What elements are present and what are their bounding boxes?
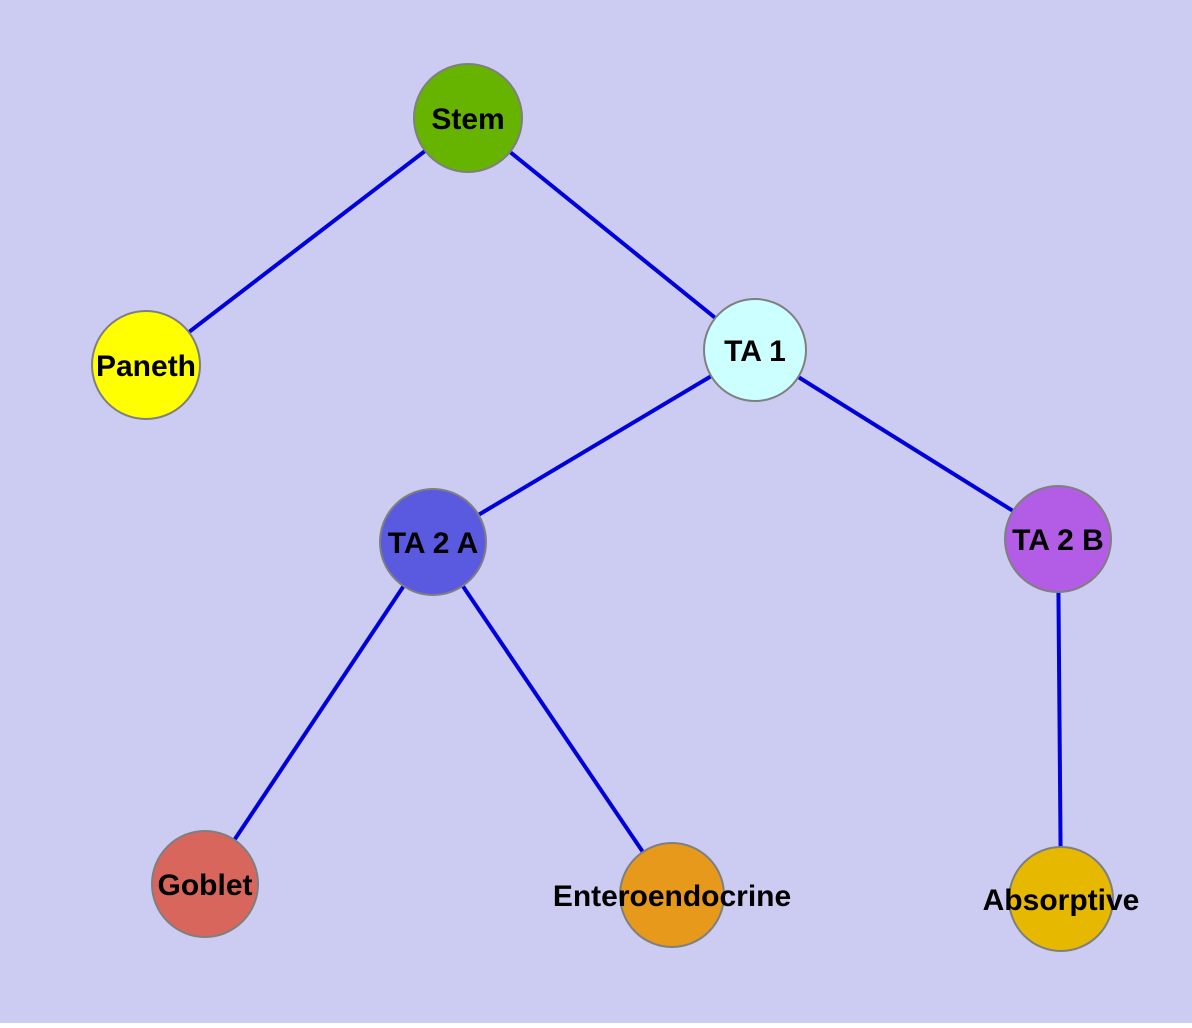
node-label-ta2a: TA 2 A [388, 527, 479, 560]
node-label-paneth: Paneth [96, 350, 196, 383]
node-ta2b[interactable] [1004, 485, 1112, 593]
node-label-goblet: Goblet [158, 869, 253, 902]
node-label-absorptive: Absorptive [983, 884, 1140, 917]
node-label-ta2b: TA 2 B [1012, 524, 1104, 557]
edge-ta1-ta2a [431, 348, 757, 544]
node-absorptive[interactable] [1008, 846, 1114, 952]
edges-layer [144, 116, 1063, 900]
node-label-stem: Stem [431, 103, 504, 136]
node-ta1[interactable] [703, 298, 807, 402]
node-stem[interactable] [413, 63, 523, 173]
node-enteroendocrine[interactable] [619, 842, 725, 948]
edge-ta2a-goblet [203, 540, 435, 886]
edge-ta2b-absorptive [1056, 538, 1063, 900]
edge-stem-ta1 [466, 116, 757, 352]
node-label-enteroendocrine: Enteroendocrine [553, 880, 791, 913]
edge-stem-paneth [144, 116, 470, 367]
nodes-layer [91, 63, 1114, 952]
node-paneth[interactable] [91, 310, 201, 420]
node-goblet[interactable] [151, 830, 259, 938]
node-label-ta1: TA 1 [724, 335, 786, 368]
edge-ta1-ta2b [753, 348, 1060, 541]
edge-ta2a-enteroendocrine [431, 540, 674, 897]
node-ta2a[interactable] [379, 488, 487, 596]
